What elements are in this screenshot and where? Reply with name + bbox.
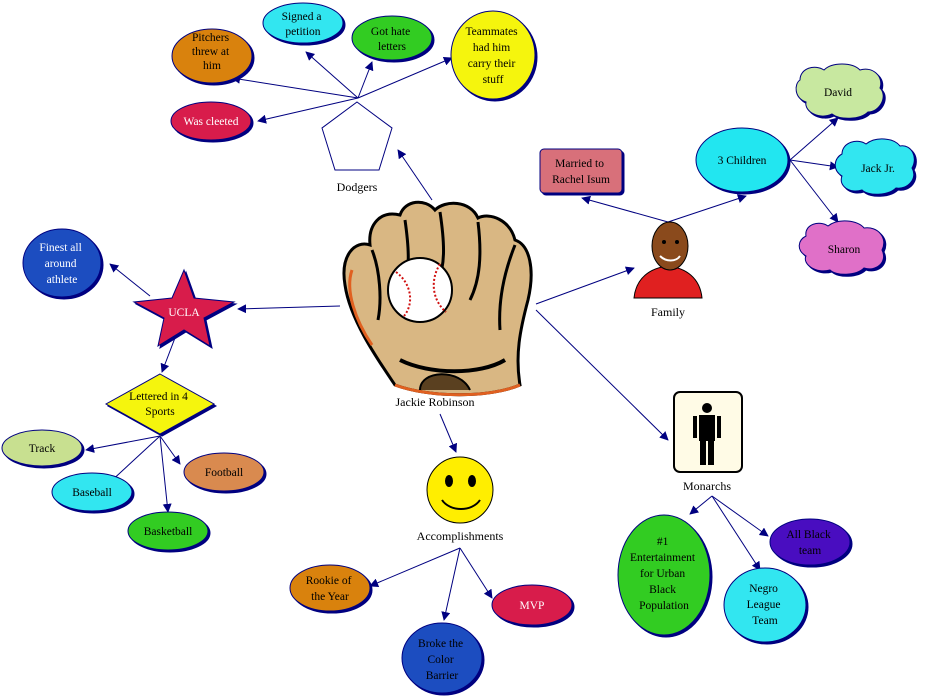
sport-football-node[interactable]: Football [183,452,265,492]
family-branch: Family Married to Rachel Isum 3 Children… [539,63,915,319]
svg-text:Basketball: Basketball [144,526,193,538]
svg-text:Football: Football [205,467,243,479]
central-label: Jackie Robinson [396,395,475,409]
monarchs-branch: Monarchs #1 Entertainment for Urban Blac… [617,391,851,643]
all-black-team-node[interactable]: All Black team [769,518,851,566]
teammates-carry-node[interactable]: Teammates had him carry their stuff [450,10,536,100]
svg-text:#1 Entertainment: #1 Entertainment for Urban Black Populat… [630,536,698,612]
edges [85,51,839,621]
svg-text:Baseball: Baseball [72,487,112,499]
svg-text:All Black team: All Black team [786,529,833,557]
person-sign-icon [673,391,743,473]
svg-text:Sharon: Sharon [828,244,861,256]
pentagon-icon [321,101,393,171]
svg-text:Teammates had him: Teammates had him carry their stuff [465,26,520,86]
svg-text:Married to Rachel Isum: Married to Rachel Isum [552,158,610,186]
hate-letters-node[interactable]: Got hate letters [351,15,433,61]
pitchers-threw-node[interactable]: Pitchers threw at him [171,28,253,84]
svg-text:3 Children: 3 Children [718,155,767,167]
svg-text:Got hate letters: Got hate letters [371,26,413,53]
svg-text:Track: Track [29,443,56,455]
svg-text:Signed a petition: Signed a petition [282,11,325,38]
monarchs-label: Monarchs [683,479,731,493]
family-label: Family [651,305,685,319]
central-node: Jackie Robinson [342,200,533,409]
sport-track-node[interactable]: Track [1,429,83,467]
was-cleeted-node[interactable]: Was cleeted [170,101,252,141]
finest-athlete-node[interactable]: Finest all around athlete [22,228,102,298]
entertainment-node[interactable]: #1 Entertainment for Urban Black Populat… [617,514,711,636]
married-node[interactable]: Married to Rachel Isum [539,148,623,194]
accomplishments-branch: Accomplishments Rookie of the Year Broke… [289,456,573,694]
negro-league-node[interactable]: Negro League Team [723,567,807,643]
kid-david-node[interactable]: David [795,63,884,119]
star-icon[interactable]: UCLA [132,268,236,348]
kid-jack-node[interactable]: Jack Jr. [834,138,915,195]
ucla-label: UCLA [168,307,200,319]
sport-basketball-node[interactable]: Basketball [127,511,209,551]
svg-text:Jack Jr.: Jack Jr. [861,163,895,175]
mvp-node[interactable]: MVP [491,584,573,626]
baseball-glove-icon [342,200,533,397]
dodgers-label: Dodgers [337,180,378,194]
kid-sharon-node[interactable]: Sharon [798,220,885,275]
rookie-year-node[interactable]: Rookie of the Year [289,564,371,612]
sport-baseball-node[interactable]: Baseball [51,472,133,512]
color-barrier-node[interactable]: Broke the Color Barrier [401,622,483,694]
svg-text:Rookie of the Year: Rookie of the Year [306,575,355,603]
dodgers-branch: Dodgers Pitchers threw at him Signed a p… [170,2,536,194]
svg-text:Negro League T: Negro League Team [747,583,784,627]
svg-text:Broke the Color: Broke the Color Barrier [418,638,466,682]
lettered-node[interactable]: Lettered in 4 Sports [104,373,216,435]
signed-petition-node[interactable]: Signed a petition [262,2,344,44]
svg-text:David: David [824,87,852,99]
smiley-face-icon [426,456,494,524]
svg-text:MVP: MVP [520,600,545,612]
ucla-branch: UCLA Finest all around athlete Lettered … [1,228,265,551]
svg-text:Was cleeted: Was cleeted [184,116,239,128]
accomplishments-label: Accomplishments [417,529,504,543]
three-children-node[interactable]: 3 Children [695,127,789,193]
person-photo-icon [633,221,703,299]
svg-text:Pitchers threw at: Pitchers threw at him [192,32,232,72]
svg-text:Lettered in 4 Sports: Lettered in 4 Sports [129,391,191,418]
svg-text:Finest all around: Finest all around athlete [39,242,84,286]
